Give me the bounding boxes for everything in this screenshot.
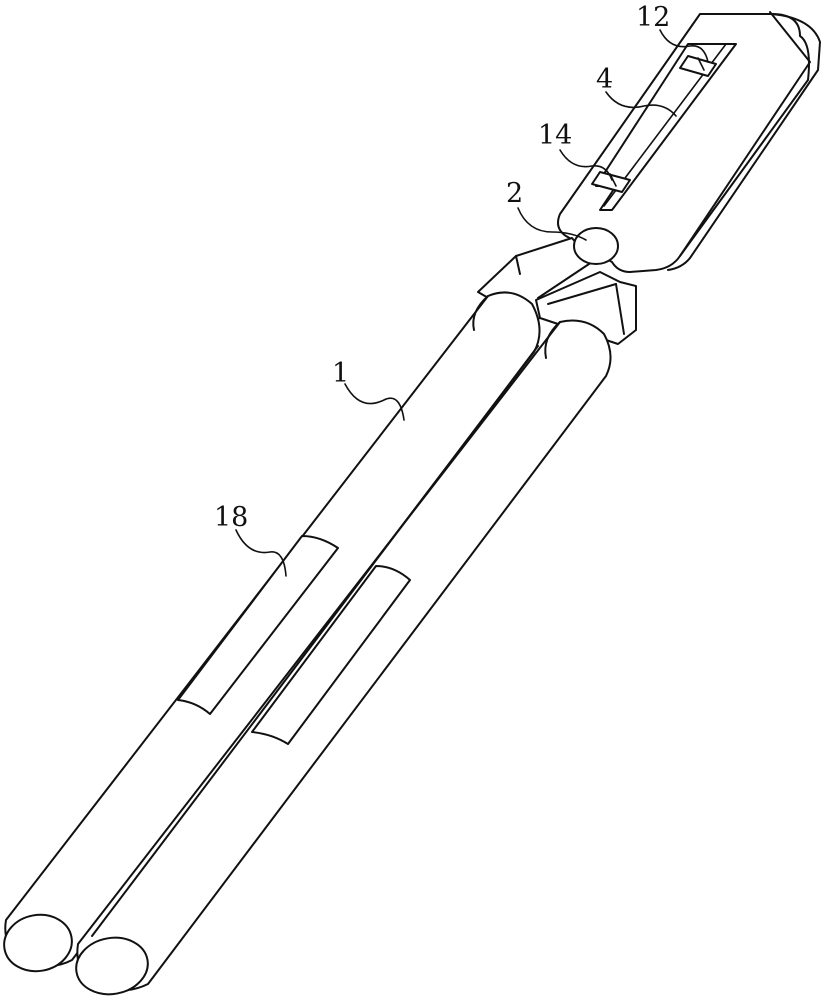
- right-handle: [72, 321, 611, 1000]
- label-2: 2: [506, 178, 523, 209]
- label-14: 14: [538, 120, 572, 151]
- label-4: 4: [596, 64, 613, 95]
- label-12: 12: [636, 2, 670, 33]
- label-18: 18: [214, 502, 248, 533]
- pivot-circle: [574, 228, 618, 264]
- rail-line: [92, 346, 538, 936]
- label-1: 1: [332, 358, 349, 389]
- left-handle: [0, 292, 540, 976]
